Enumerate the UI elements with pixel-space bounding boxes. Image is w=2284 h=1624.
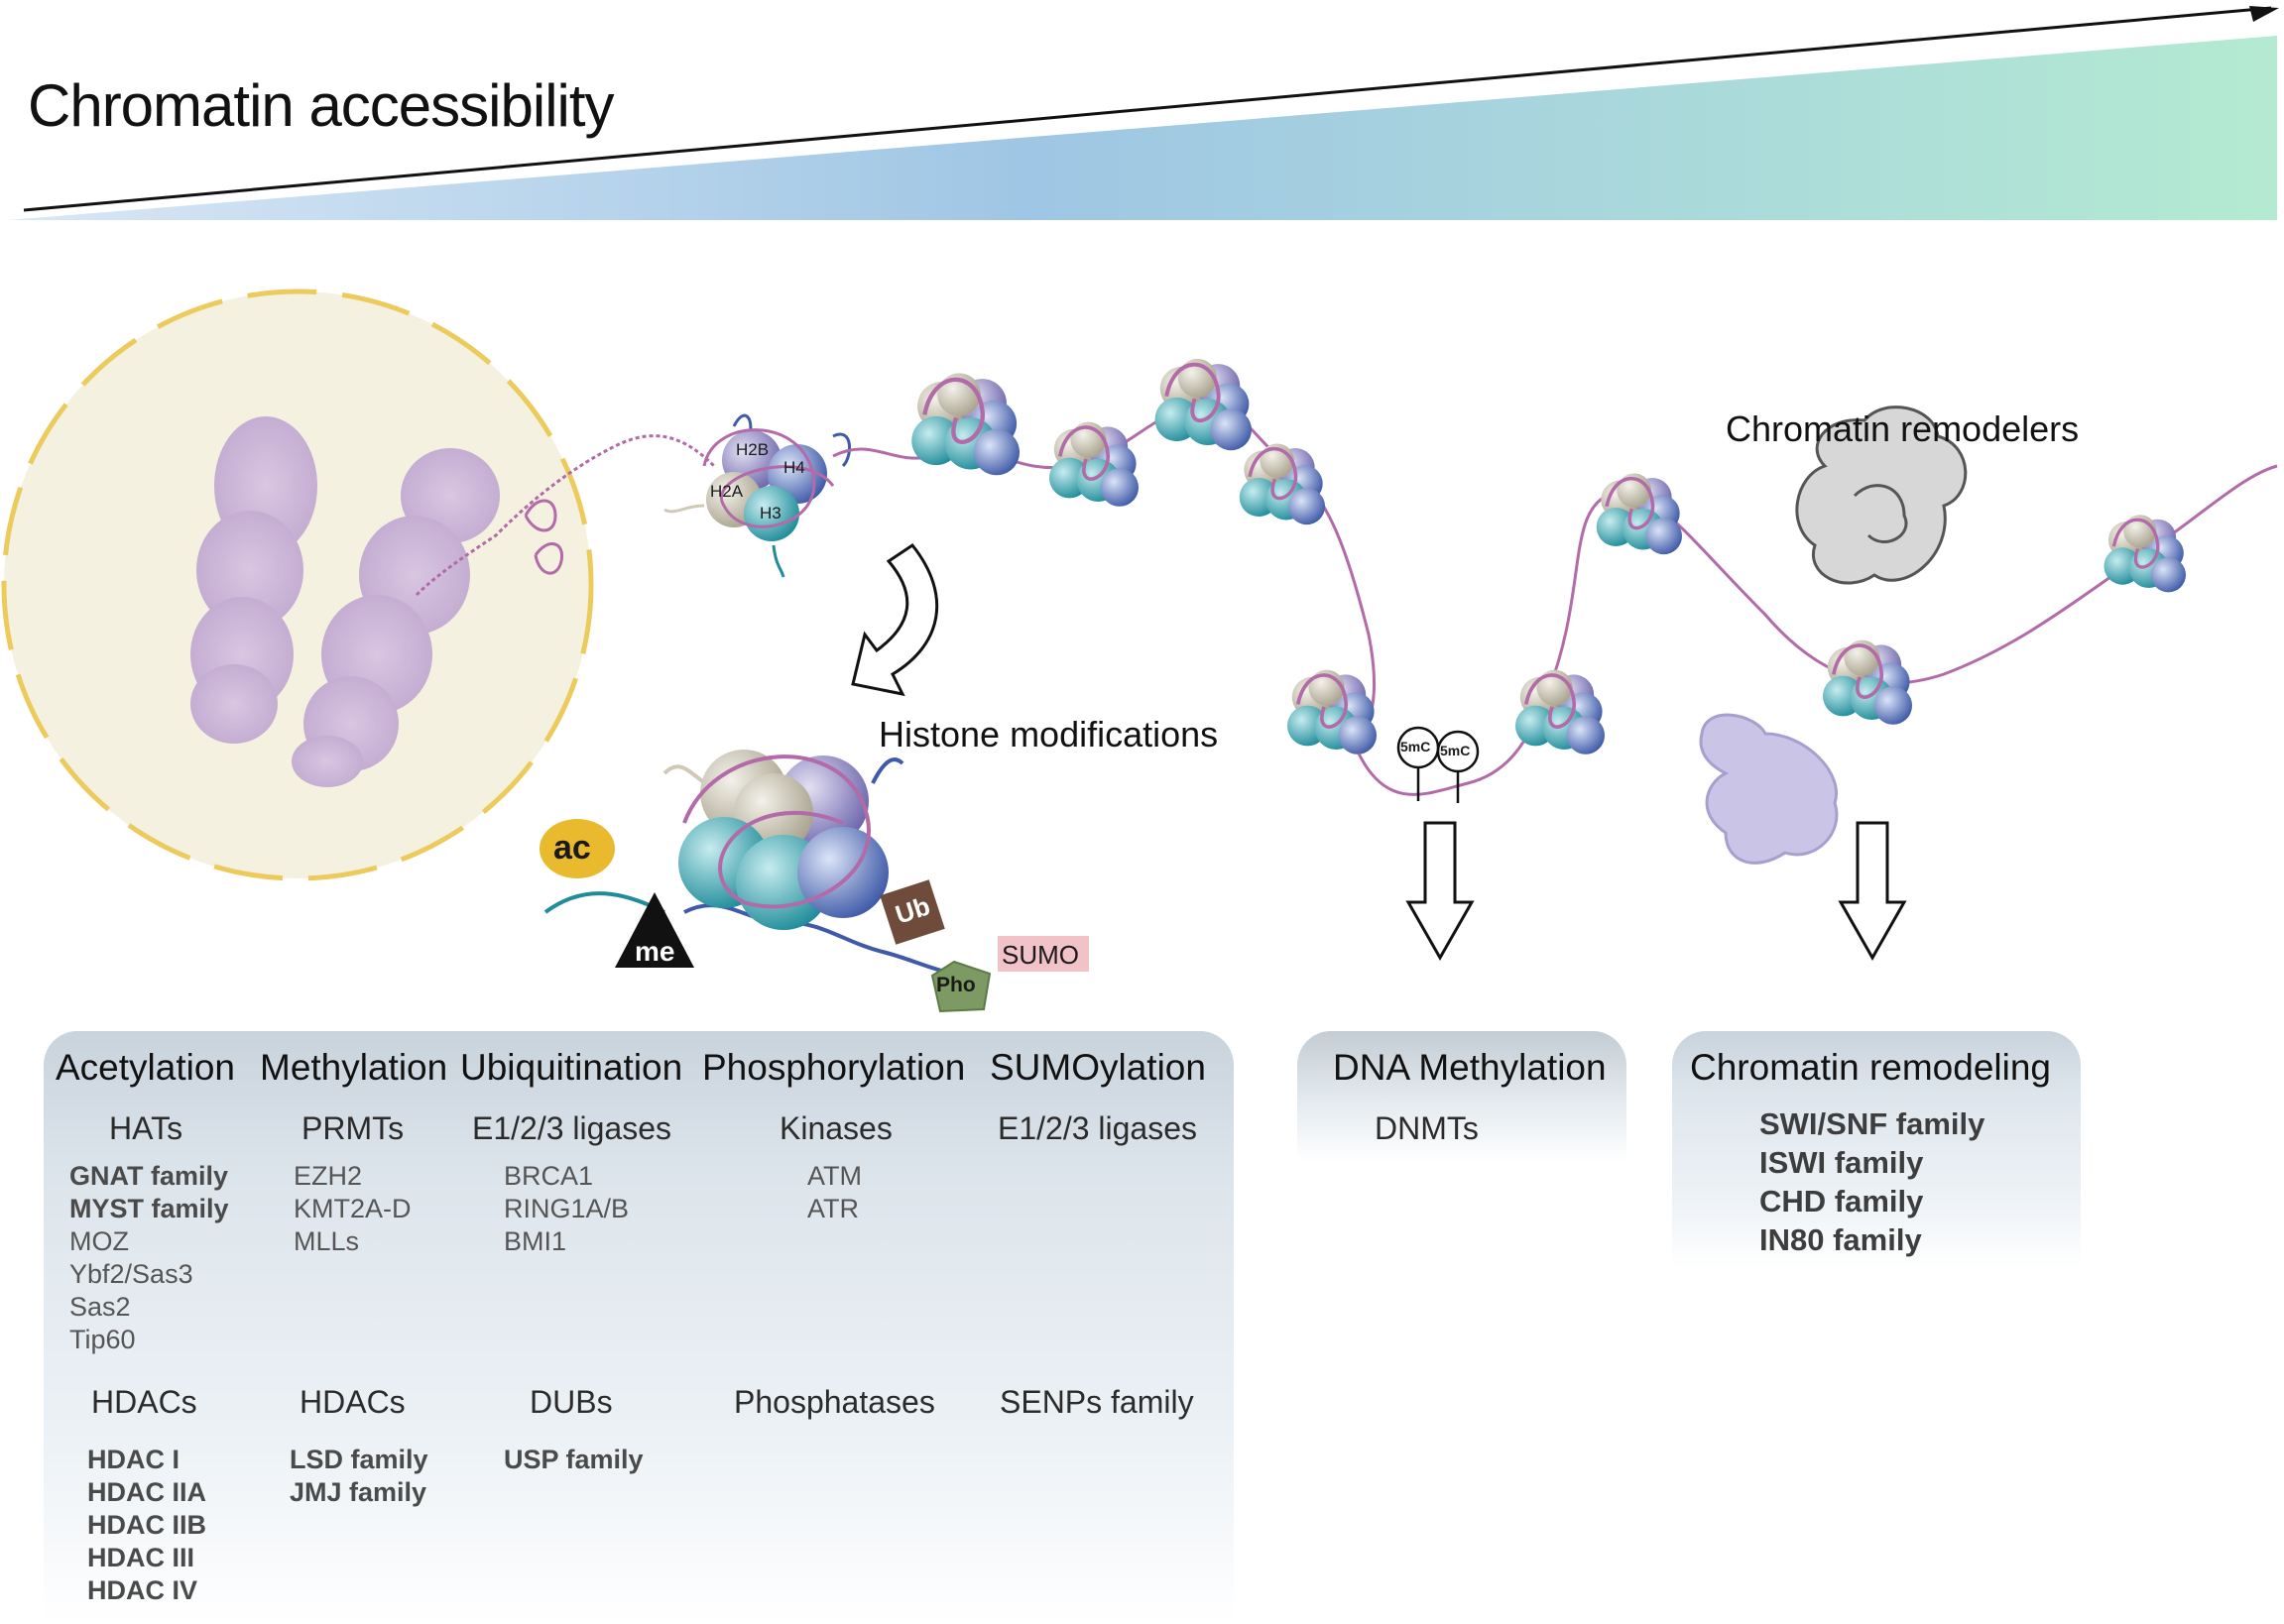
dna-methylation-arrow	[1405, 821, 1475, 962]
remodeler-purple	[1699, 713, 1839, 865]
chromatin-remodelers-label: Chromatin remodelers	[1726, 408, 2080, 449]
col-ubiquitination: Ubiquitination	[460, 1047, 683, 1088]
writer-e123-ligases-sumo: E1/2/3 ligases	[998, 1110, 1198, 1146]
page-title: Chromatin accessibility	[28, 72, 615, 139]
list-item: BRCA1	[504, 1161, 594, 1191]
writer-prmts: PRMTs	[301, 1110, 405, 1146]
accessibility-arrow-head	[2249, 6, 2279, 22]
me-mark	[615, 892, 694, 968]
chromatin-remodeling-panel	[1672, 1031, 2081, 1269]
ubiquitin-ligases-list: BRCA1 RING1A/B BMI1	[504, 1160, 629, 1258]
col-sumoylation: SUMOylation	[990, 1047, 1206, 1088]
list-item: RING1A/B	[504, 1194, 630, 1223]
nucleosome-5	[1285, 667, 1379, 756]
list-item: Sas2	[69, 1292, 131, 1322]
eraser-dubs: DUBs	[530, 1384, 613, 1420]
hats-list: GNAT family MYST family MOZ Ybf2/Sas3 Sa…	[69, 1160, 229, 1356]
histone-h3-label: H3	[760, 504, 781, 522]
hdacs-list: HDAC I HDAC IIA HDAC IIB HDAC III HDAC I…	[87, 1444, 206, 1607]
sumo-mark-label: SUMO	[1002, 940, 1079, 970]
dna-methylation-panel	[1297, 1031, 1626, 1162]
nucleosome-1	[911, 373, 1020, 475]
list-item: MOZ	[69, 1226, 129, 1256]
ub-mark	[880, 879, 945, 945]
col-methylation: Methylation	[260, 1047, 448, 1088]
5mc-label-2: 5mC	[1440, 743, 1471, 758]
chromatin-remodeling-title: Chromatin remodeling	[1690, 1047, 2052, 1088]
pho-mark	[930, 960, 992, 1013]
list-item: BMI1	[504, 1226, 567, 1256]
list-item: HDAC IIB	[87, 1510, 206, 1540]
eraser-phosphatases: Phosphatases	[734, 1384, 935, 1420]
list-item: MLLs	[294, 1226, 360, 1256]
histone-modifications-label: Histone modifications	[879, 714, 1219, 754]
list-item: USP family	[504, 1445, 644, 1474]
histone-modification-panel	[44, 1031, 1234, 1624]
writer-hats: HATs	[109, 1110, 183, 1146]
histone-h2a-label: H2A	[710, 482, 744, 501]
writer-kinases: Kinases	[780, 1110, 893, 1146]
eraser-hdacs-methylation: HDACs	[300, 1384, 406, 1420]
list-item: ISWI family	[1759, 1145, 1924, 1180]
list-item: Tip60	[69, 1325, 136, 1354]
writer-e123-ligases: E1/2/3 ligases	[472, 1110, 672, 1146]
nucleosome-2	[1047, 419, 1141, 509]
histone-h2b-label: H2B	[736, 440, 770, 459]
accessibility-arrow-line	[23, 6, 2272, 212]
remodeling-families-list: SWI/SNF family ISWI family CHD family IN…	[1759, 1104, 1984, 1259]
list-item: KMT2A-D	[294, 1194, 412, 1223]
5mc-label-1: 5mC	[1400, 739, 1431, 754]
remodeler-gray	[1795, 406, 1968, 585]
nucleosome-6	[1513, 667, 1607, 756]
modified-nucleosome	[543, 750, 983, 977]
nucleosome-4	[1238, 441, 1327, 526]
list-item: IN80 family	[1759, 1222, 1922, 1257]
eraser-hdacs: HDACs	[91, 1384, 197, 1420]
list-item: HDAC IV	[87, 1575, 198, 1605]
list-item: HDAC I	[87, 1445, 180, 1474]
list-item: ATR	[807, 1194, 859, 1223]
sumo-mark	[998, 936, 1089, 972]
coiled-dna	[415, 434, 716, 597]
list-item: EZH2	[294, 1161, 363, 1191]
remodeling-arrow	[1838, 821, 1907, 962]
prmts-list: EZH2 KMT2A-D MLLs	[294, 1160, 412, 1258]
nucleosome-7	[1595, 471, 1684, 556]
list-item: HDAC III	[87, 1543, 194, 1572]
histone-h4-label: H4	[783, 458, 805, 477]
col-acetylation: Acetylation	[56, 1047, 235, 1088]
dnmts-label: DNMTs	[1375, 1110, 1479, 1146]
me-mark-label: me	[635, 936, 675, 967]
list-item: HDAC IIA	[87, 1477, 206, 1507]
nucleosome-9	[2102, 513, 2188, 595]
list-item: SWI/SNF family	[1759, 1106, 1985, 1141]
accessibility-gradient-wedge	[8, 36, 2277, 220]
list-item: LSD family	[290, 1445, 428, 1474]
list-item: Ybf2/Sas3	[69, 1259, 193, 1289]
chromosome	[190, 416, 500, 787]
nucleosome-3	[1152, 356, 1254, 453]
histone-octamer	[663, 413, 852, 578]
kinases-list: ATM ATR	[807, 1160, 862, 1225]
ac-mark-label: ac	[553, 829, 591, 867]
curved-arrow	[851, 542, 939, 697]
list-item: ATM	[807, 1161, 862, 1191]
methyl-cytosine-marks	[1396, 726, 1480, 803]
eraser-senps-family: SENPs family	[1000, 1384, 1194, 1420]
list-item: GNAT family	[69, 1161, 229, 1191]
nucleosome-8	[1821, 638, 1914, 727]
list-item: JMJ family	[290, 1477, 427, 1507]
pho-mark-label: Pho	[936, 974, 976, 996]
list-item: CHD family	[1759, 1184, 1924, 1218]
col-phosphorylation: Phosphorylation	[702, 1047, 966, 1088]
list-item: MYST family	[69, 1194, 229, 1223]
dna-strand-lower	[1357, 464, 2278, 796]
dna-methylation-title: DNA Methylation	[1333, 1047, 1607, 1088]
ac-mark	[540, 819, 615, 878]
dubs-list: USP family	[504, 1444, 644, 1476]
demethylases-list: LSD family JMJ family	[290, 1444, 428, 1509]
